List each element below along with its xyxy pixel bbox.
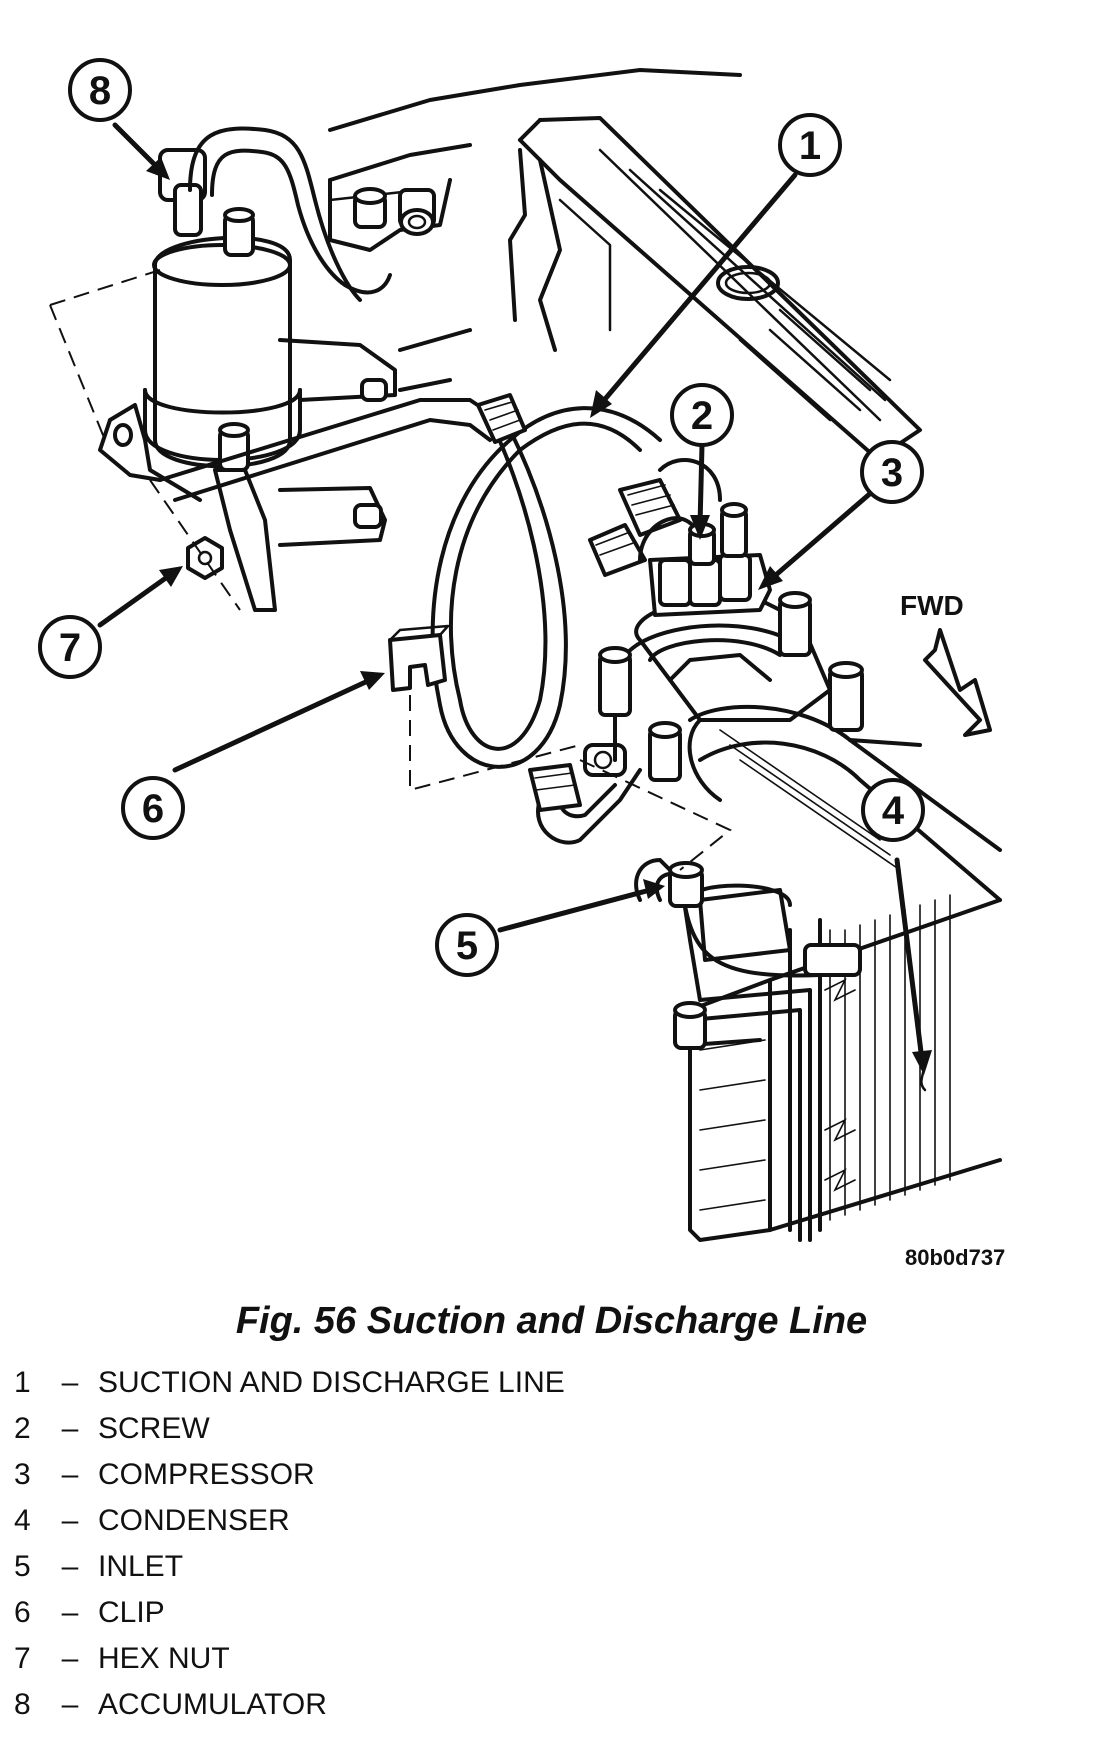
legend-item: 6–CLIP: [14, 1590, 565, 1636]
callout-8: 8: [68, 58, 132, 122]
suction-discharge-line: [158, 393, 722, 845]
legend-list: 1–SUCTION AND DISCHARGE LINE 2–SCREW 3–C…: [14, 1360, 565, 1728]
legend-item: 3–COMPRESSOR: [14, 1452, 565, 1498]
legend-separator: –: [61, 1550, 79, 1583]
legend-label: INLET: [98, 1550, 184, 1583]
legend-label: COMPRESSOR: [98, 1458, 315, 1491]
legend-item: 1–SUCTION AND DISCHARGE LINE: [14, 1360, 565, 1406]
legend-number: 5: [14, 1550, 31, 1583]
callout-7: 7: [38, 615, 102, 679]
legend-number: 8: [14, 1688, 31, 1721]
compressor: [598, 502, 1002, 902]
legend-label: CLIP: [98, 1596, 165, 1629]
legend-number: 4: [14, 1504, 31, 1537]
callout-3: 3: [860, 440, 924, 504]
legend-separator: –: [61, 1504, 79, 1537]
callout-1: 1: [778, 113, 842, 177]
svg-text:3: 3: [881, 451, 903, 495]
legend-item: 2–SCREW: [14, 1406, 565, 1452]
svg-text:2: 2: [691, 394, 713, 438]
legend-number: 2: [14, 1412, 31, 1445]
svg-text:4: 4: [882, 789, 905, 833]
legend-separator: –: [61, 1596, 79, 1629]
callout-6: 6: [121, 776, 185, 840]
forward-direction-arrow: FWD: [900, 590, 992, 737]
legend-separator: –: [61, 1688, 79, 1721]
callout-leaders: [97, 122, 932, 1075]
legend-item: 5–INLET: [14, 1544, 565, 1590]
svg-text:5: 5: [456, 924, 478, 968]
legend-separator: –: [61, 1366, 79, 1399]
engine-valve-cover: [328, 68, 922, 472]
legend-label: ACCUMULATOR: [98, 1688, 327, 1721]
legend-label: HEX NUT: [98, 1642, 230, 1675]
legend-separator: –: [61, 1412, 79, 1445]
alignment-lines: [49, 269, 732, 871]
diagram-svg: FWD 1: [38, 58, 1005, 1270]
callout-2: 2: [670, 383, 734, 447]
clip: [388, 624, 450, 692]
legend-item: 7–HEX NUT: [14, 1636, 565, 1682]
legend-item: 4–CONDENSER: [14, 1498, 565, 1544]
legend-label: SUCTION AND DISCHARGE LINE: [98, 1366, 565, 1399]
accumulator: [98, 148, 397, 612]
svg-text:7: 7: [59, 626, 81, 670]
legend-label: CONDENSER: [98, 1504, 290, 1537]
legend-number: 1: [14, 1366, 31, 1399]
legend-item: 8–ACCUMULATOR: [14, 1682, 565, 1728]
accumulator-hose: [188, 126, 392, 302]
callout-5: 5: [435, 913, 499, 977]
svg-text:8: 8: [89, 69, 111, 113]
svg-text:6: 6: [142, 787, 164, 831]
svg-text:1: 1: [799, 124, 821, 168]
legend-number: 6: [14, 1596, 31, 1629]
legend-label: SCREW: [98, 1412, 210, 1445]
legend-separator: –: [61, 1458, 79, 1491]
image-code: 80b0d737: [905, 1245, 1005, 1270]
fwd-label: FWD: [900, 590, 964, 621]
diagram-illustration: FWD 1: [38, 58, 1005, 1270]
legend-number: 7: [14, 1642, 31, 1675]
figure-caption: Fig. 56 Suction and Discharge Line: [235, 1300, 868, 1342]
condenser: [634, 858, 1002, 1242]
legend-number: 3: [14, 1458, 31, 1491]
callout-4: 4: [861, 778, 925, 842]
legend-separator: –: [61, 1642, 79, 1675]
